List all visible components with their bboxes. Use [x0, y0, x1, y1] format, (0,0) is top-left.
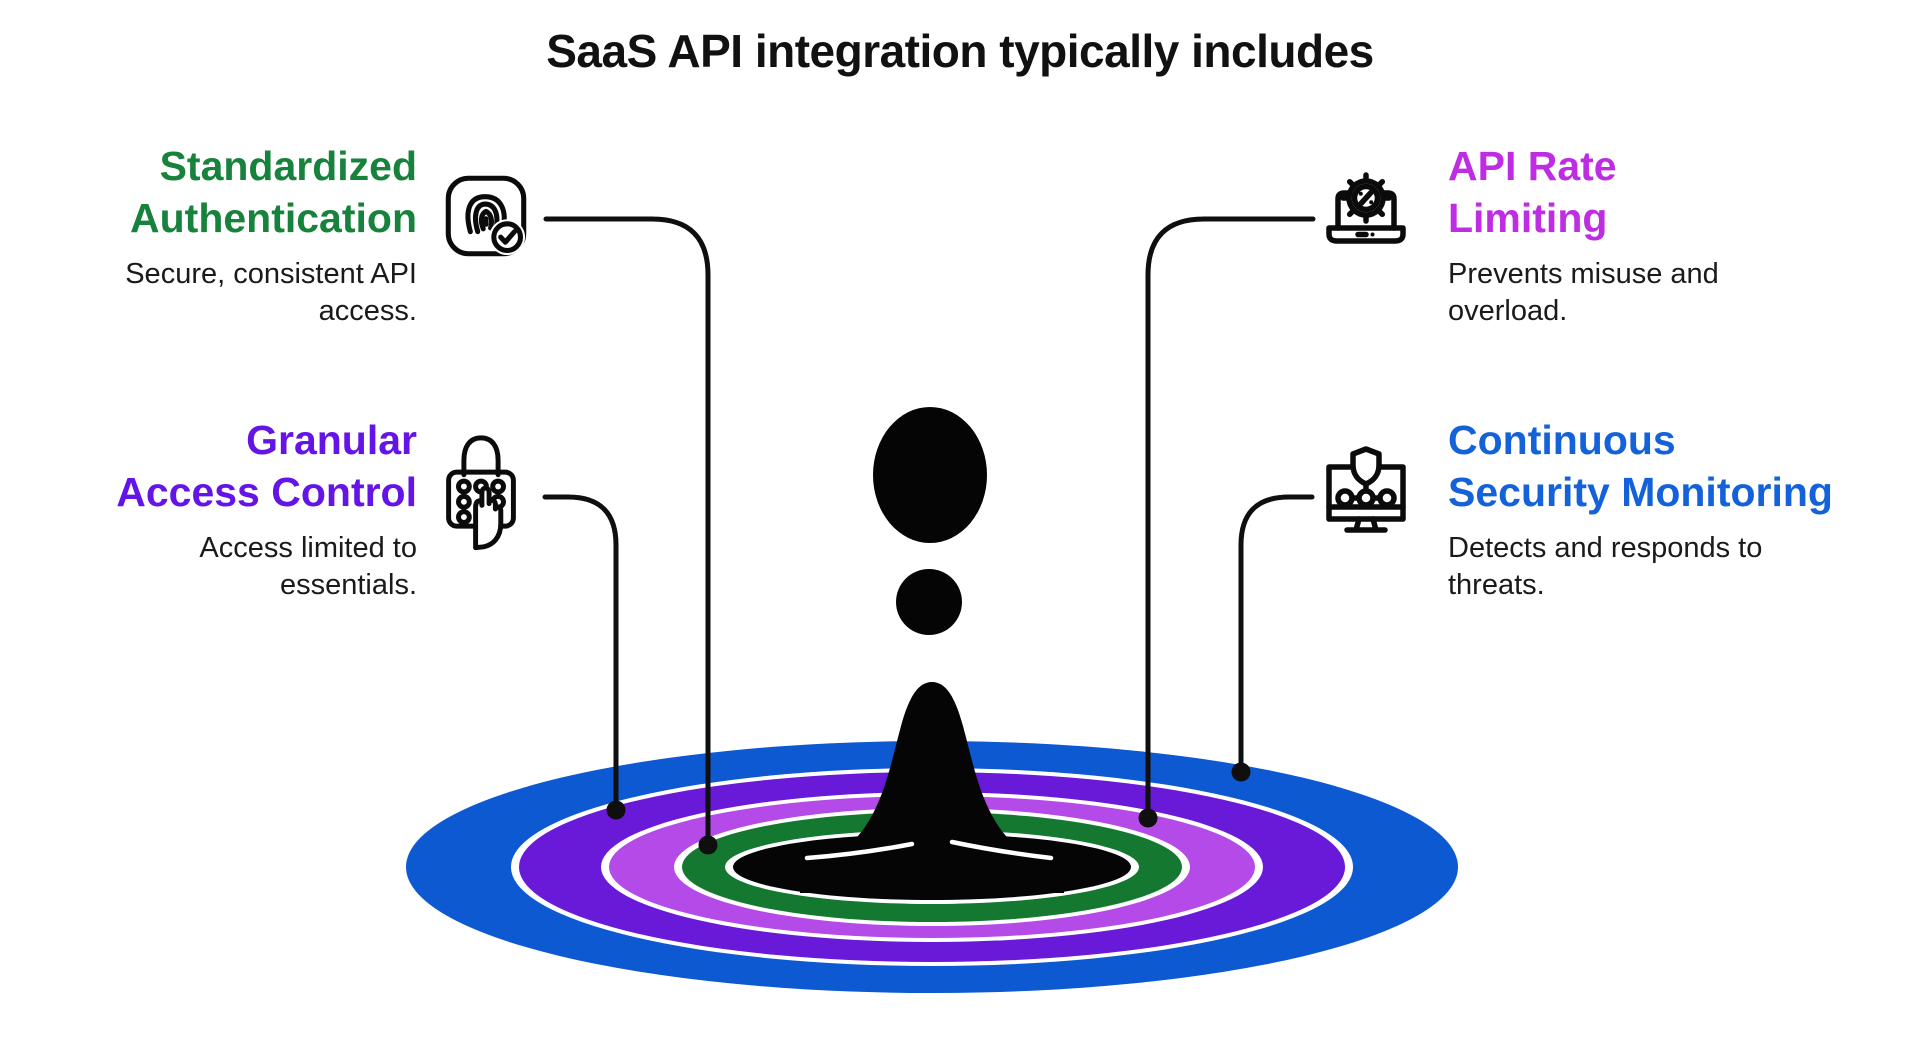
splash-highlight-right [949, 839, 1054, 861]
feature-standardized-authentication: Standardized Authentication Secure, cons… [0, 140, 417, 330]
feature-heading: Continuous Security Monitoring [1448, 417, 1833, 515]
feature-heading: API Rate Limiting [1448, 143, 1617, 241]
feature-description: Detects and responds to threats. [1448, 532, 1763, 601]
fingerprint-check-icon [440, 170, 532, 262]
connector-standardized-authentication [543, 216, 711, 848]
endpoint-violet-ring [606, 800, 626, 820]
connector-granular-access-control [542, 494, 619, 813]
monitor-shield-icon [1316, 442, 1416, 542]
feature-description: Access limited to essentials. [199, 532, 417, 601]
page-title: SaaS API integration typically includes [546, 25, 1374, 77]
connector-api-rate-limiting [1145, 216, 1316, 821]
endpoint-green-ring [698, 835, 718, 855]
droplet-small [896, 569, 962, 635]
connector-endpoints [606, 762, 1251, 855]
splash-column [800, 682, 1064, 893]
connector-continuous-security-monitoring [1238, 494, 1315, 775]
feature-api-rate-limiting: API Rate Limiting Prevents misuse and ov… [1448, 140, 1888, 330]
feature-granular-access-control: Granular Access Control Access limited t… [0, 414, 417, 604]
feature-heading: Standardized Authentication [130, 143, 417, 241]
padlock-keypad-icon [436, 428, 526, 554]
endpoint-blue-ring [1231, 762, 1251, 782]
feature-heading: Granular Access Control [116, 417, 417, 515]
feature-description: Secure, consistent API access. [125, 258, 417, 327]
splash-highlight-left [804, 841, 915, 861]
endpoint-magenta-ring [1138, 808, 1158, 828]
droplet-large [873, 407, 987, 543]
feature-continuous-security-monitoring: Continuous Security Monitoring Detects a… [1448, 414, 1888, 604]
feature-description: Prevents misuse and overload. [1448, 258, 1719, 327]
laptop-gear-icon [1316, 166, 1416, 266]
connector-lines [542, 216, 1316, 848]
